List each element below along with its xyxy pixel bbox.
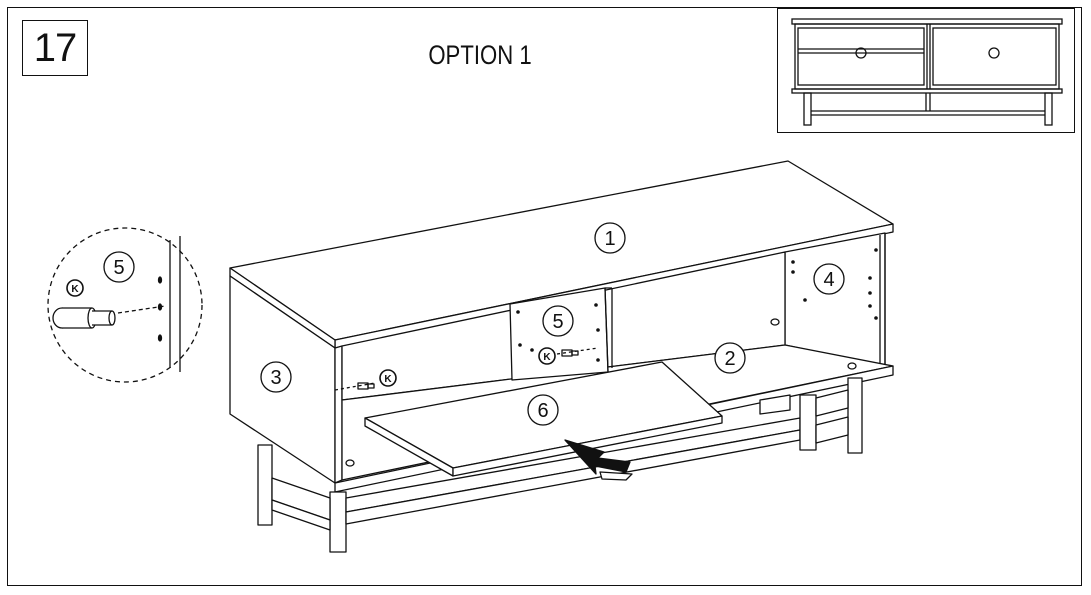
label-fitting-detail: K bbox=[71, 284, 79, 295]
label-fitting-left: K bbox=[384, 374, 392, 385]
step-number: 17 bbox=[33, 25, 77, 70]
label-shelf: 6 bbox=[537, 400, 548, 422]
label-bottom-panel: 2 bbox=[724, 348, 735, 370]
label-fitting-divider: K bbox=[543, 352, 551, 363]
label-detail-divider: 5 bbox=[113, 257, 124, 279]
right-side-panel bbox=[784, 232, 886, 367]
drill-holes bbox=[516, 248, 878, 362]
detail-zoom-icon bbox=[47, 227, 203, 383]
top-panel bbox=[229, 160, 894, 349]
leg-frame bbox=[257, 377, 863, 553]
label-right-side: 4 bbox=[823, 269, 834, 291]
insert-arrow-icon bbox=[564, 439, 633, 481]
finished-cabinet-drawing bbox=[791, 18, 1063, 126]
label-left-side: 3 bbox=[270, 367, 281, 389]
option-title: OPTION 1 bbox=[428, 40, 532, 70]
label-divider: 5 bbox=[552, 311, 563, 333]
step-number-box: 17 bbox=[22, 20, 88, 76]
divider-fitting bbox=[556, 347, 599, 357]
finished-preview bbox=[777, 8, 1075, 133]
left-side-fitting bbox=[334, 382, 376, 391]
cam-holes bbox=[345, 318, 857, 467]
page-frame bbox=[7, 7, 1082, 586]
label-top-panel: 1 bbox=[604, 228, 615, 250]
